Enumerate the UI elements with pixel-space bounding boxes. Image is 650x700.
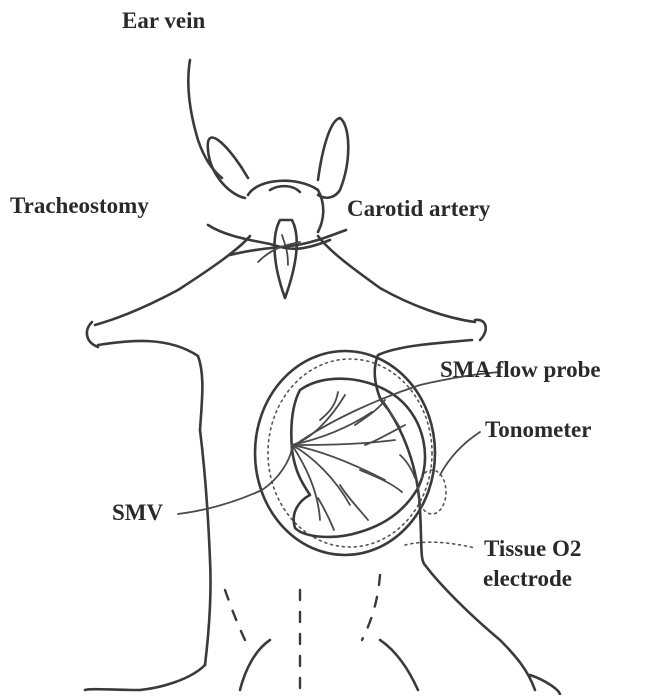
mesenteric-vessels xyxy=(292,392,415,530)
smv-line xyxy=(178,448,292,514)
left-leg-dashed xyxy=(225,590,245,640)
carotid-catheter xyxy=(230,230,346,255)
left-hindleg-inner xyxy=(240,640,270,690)
right-forepaw xyxy=(475,320,486,340)
left-ear xyxy=(208,138,248,198)
right-hindpaw xyxy=(530,675,560,695)
neck-incision xyxy=(275,220,297,298)
right-leg-dashed xyxy=(362,575,380,640)
label-tracheostomy: Tracheostomy xyxy=(10,193,149,218)
label-sma-flow-probe: SMA flow probe xyxy=(440,357,601,382)
left-torso xyxy=(200,430,211,665)
label-carotid-artery: Carotid artery xyxy=(347,196,490,221)
label-ear-vein: Ear vein xyxy=(122,8,205,33)
tracheostomy-tube xyxy=(208,225,330,249)
label-smv: SMV xyxy=(112,500,163,525)
left-forelimb-lower xyxy=(98,341,202,430)
left-shoulder xyxy=(95,236,250,325)
label-tissue-o2-line1: Tissue O2 xyxy=(484,536,581,561)
sma-flow-probe-line xyxy=(295,372,500,445)
ear-vein-catheter xyxy=(188,60,222,178)
label-tonometer: Tonometer xyxy=(485,417,591,442)
label-tissue-o2-line2: electrode xyxy=(483,566,572,591)
right-hindleg-inner xyxy=(380,640,418,690)
head-outline xyxy=(248,181,323,232)
trachea xyxy=(282,235,288,265)
nose xyxy=(270,186,300,192)
left-hindleg xyxy=(85,665,205,690)
tissue-o2-lead xyxy=(405,542,475,548)
right-ear xyxy=(318,118,348,198)
tonometer-lead xyxy=(440,432,480,475)
right-shoulder xyxy=(318,236,475,322)
